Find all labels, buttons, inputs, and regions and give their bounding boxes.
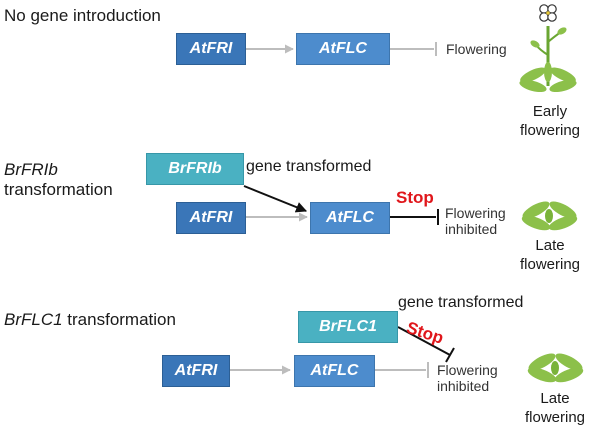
result-line2: inhibited (437, 378, 490, 394)
panel2-title-rest: transformation (4, 180, 113, 199)
rosette-plant-icon (521, 201, 578, 231)
atflc-gene-box: AtFLC (310, 202, 390, 234)
phenotype-line1: Early (532, 103, 568, 120)
transgene-repression-bar-p3 (445, 347, 455, 363)
atfri-gene-box: AtFRI (162, 355, 230, 387)
transgene-note: gene transformed (398, 294, 524, 311)
panel3-title-rest: transformation (62, 310, 176, 329)
phenotype-line2: flowering (519, 122, 581, 139)
result-line1: Flowering (445, 205, 506, 221)
brfrib-transgene-box: BrFRIb (146, 153, 244, 185)
phenotype-label: Late flowering (505, 236, 595, 274)
atflc-gene-box: AtFLC (294, 355, 375, 387)
phenotype-label: Early flowering (505, 102, 595, 140)
transgene-note: gene transformed (246, 158, 372, 175)
panel1-title: No gene introduction (4, 6, 161, 25)
stop-label: Stop (396, 188, 434, 207)
atflc-gene-box: AtFLC (296, 33, 390, 65)
brflc1-transgene-box: BrFLC1 (298, 311, 398, 343)
flowering-inhibited-label: Flowering inhibited (445, 205, 506, 237)
atfri-gene-box: AtFRI (176, 202, 246, 234)
transgene-activation-arrow-p2 (243, 185, 308, 213)
panel3-title: BrFLC1 transformation (4, 310, 176, 330)
result-line2: inhibited (445, 221, 498, 237)
result-line1: Flowering (437, 362, 498, 378)
transgene-repression-line-p3 (397, 326, 451, 356)
phenotype-line1: Late (535, 237, 565, 254)
panel2-title: BrFRIb transformation (4, 160, 113, 200)
phenotype-line2: flowering (524, 409, 586, 426)
atfri-gene-box: AtFRI (176, 33, 246, 65)
phenotype-line2: flowering (519, 256, 581, 273)
flowering-plant-icon (519, 4, 577, 93)
rosette-plant-icon (527, 353, 584, 383)
flowering-label: Flowering (446, 41, 507, 57)
flowering-inhibited-label: Flowering inhibited (437, 362, 498, 394)
phenotype-line1: Late (540, 390, 570, 407)
panel2-title-gene: BrFRIb (4, 160, 58, 179)
phenotype-label: Late flowering (510, 389, 600, 427)
panel3-title-gene: BrFLC1 (4, 310, 63, 329)
